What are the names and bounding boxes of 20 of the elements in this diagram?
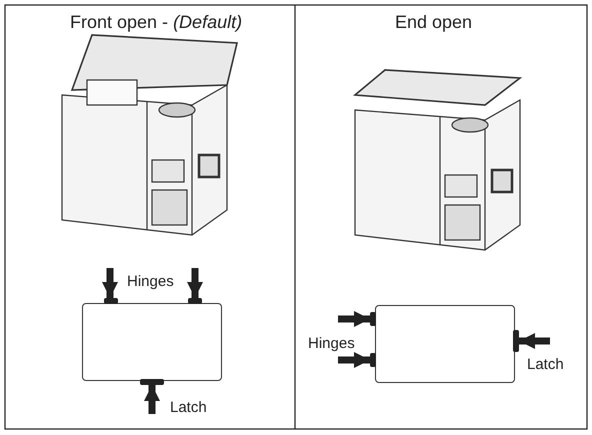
arrow — [338, 352, 370, 368]
hinge-mark — [188, 298, 202, 304]
hinge-mark — [104, 298, 118, 304]
part-label: Latch — [170, 398, 207, 417]
hinge-mark — [370, 353, 376, 367]
arrow — [338, 311, 370, 327]
part-label: Hinges — [308, 334, 355, 353]
latch-mark — [140, 379, 164, 385]
lid-outline — [82, 303, 222, 381]
part-label: Hinges — [127, 272, 174, 291]
arrow — [102, 268, 118, 298]
hinge-mark — [370, 312, 376, 326]
panel-title: End open — [395, 11, 472, 33]
arrow — [144, 385, 160, 414]
arrow — [187, 268, 203, 298]
panel-title: Front open - (Default) — [70, 11, 242, 33]
lid-outline — [375, 305, 515, 383]
arrow — [519, 333, 550, 349]
latch-mark — [513, 330, 519, 352]
part-label: Latch — [527, 355, 564, 374]
